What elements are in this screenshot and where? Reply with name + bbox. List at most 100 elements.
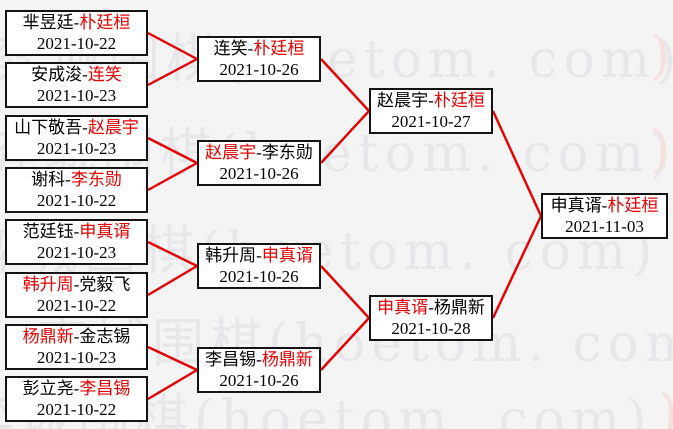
connector-line [491, 110, 543, 217]
match-players: 李昌锡-杨鼎新 [205, 349, 313, 370]
match-players: 赵晨宇-李东勋 [205, 142, 313, 163]
match-date: 2021-10-23 [36, 348, 117, 367]
player-name: 韩升周 [205, 246, 257, 265]
player-separator: - [65, 170, 71, 189]
match-date: 2021-10-23 [36, 139, 117, 158]
player-separator: - [256, 350, 262, 369]
player-name: 连笑 [213, 39, 248, 58]
player-name: 李昌锡 [205, 350, 257, 369]
player-name: 韩升周 [22, 275, 74, 294]
connector-line [147, 31, 198, 61]
player-separator: - [73, 327, 80, 346]
connector-line [147, 345, 198, 372]
match-players: 山下敬吾-赵晨宇 [14, 117, 139, 138]
match-players: 芈昱廷-朴廷桓 [23, 12, 131, 33]
connector-line [147, 57, 198, 87]
match-players: 连笑-朴廷桓 [214, 38, 305, 59]
player-separator: - [256, 143, 262, 162]
match-date: 2021-10-22 [36, 296, 117, 315]
player-name: 申真谞 [550, 196, 602, 215]
connector-line [491, 215, 543, 319]
match-players: 谢科-李东勋 [31, 169, 122, 190]
connector-line [320, 110, 370, 164]
match-date: 2021-10-26 [219, 267, 299, 286]
player-name: 李东勋 [70, 170, 122, 189]
match-date: 2021-10-26 [219, 371, 299, 390]
match-players: 范廷钰-申真谞 [23, 221, 131, 242]
connector-line [147, 136, 198, 165]
match-date: 2021-10-23 [36, 86, 117, 105]
connector-line [320, 317, 370, 371]
connector-line [147, 368, 198, 401]
match-players: 韩升周-党毅飞 [23, 274, 131, 295]
connector-line [147, 240, 198, 268]
player-name: 山下敬吾 [14, 118, 83, 137]
connector-line [147, 161, 198, 192]
player-separator: - [601, 196, 608, 215]
player-name: 杨鼎新 [22, 327, 74, 346]
player-name: 申真谞 [79, 222, 131, 241]
player-name: 赵晨宇 [87, 118, 139, 137]
player-name: 赵晨宇 [377, 91, 429, 110]
match-date: 2021-10-22 [36, 34, 117, 53]
player-name: 范廷钰 [22, 222, 74, 241]
player-name: 金志锡 [79, 327, 131, 346]
player-name: 彭立尧 [22, 379, 74, 398]
match-players: 赵晨宇-朴廷桓 [377, 90, 485, 111]
match-date: 2021-10-22 [36, 400, 117, 419]
player-name: 朴廷桓 [433, 91, 485, 110]
player-separator: - [73, 379, 80, 398]
match-players: 彭立尧-李昌锡 [23, 378, 131, 399]
connector-line [320, 58, 370, 112]
player-name: 杨鼎新 [433, 298, 485, 317]
player-name: 朴廷桓 [607, 196, 659, 215]
match-date: 2021-11-03 [565, 217, 644, 236]
player-separator: - [256, 246, 262, 265]
player-separator: - [82, 65, 88, 84]
match-date: 2021-10-23 [36, 243, 117, 262]
player-separator: - [73, 222, 80, 241]
match-players: 韩升周-申真谞 [205, 245, 313, 266]
match-players: 杨鼎新-金志锡 [23, 326, 131, 347]
player-name: 赵晨宇 [205, 143, 257, 162]
player-name: 朴廷桓 [79, 13, 131, 32]
player-separator: - [428, 298, 434, 317]
match-date: 2021-10-27 [391, 112, 471, 131]
match-date: 2021-10-26 [219, 164, 299, 183]
player-name: 李昌锡 [79, 379, 131, 398]
player-name: 党毅飞 [79, 275, 131, 294]
match-date: 2021-10-28 [391, 319, 471, 338]
match-players: 申真谞-杨鼎新 [377, 297, 485, 318]
player-name: 朴廷桓 [253, 39, 305, 58]
player-separator: - [73, 13, 80, 32]
connector-line [320, 265, 370, 319]
match-players: 申真谞-朴廷桓 [551, 195, 659, 216]
player-name: 谢科 [31, 170, 66, 189]
player-separator: - [73, 275, 80, 294]
player-name: 芈昱廷 [22, 13, 74, 32]
player-name: 申真谞 [261, 246, 313, 265]
player-name: 杨鼎新 [261, 350, 313, 369]
match-date: 2021-10-26 [219, 60, 299, 79]
player-separator: - [428, 91, 434, 110]
player-name: 连笑 [87, 65, 122, 84]
match-date: 2021-10-22 [36, 191, 117, 210]
match-players: 安成浚-连笑 [31, 64, 122, 85]
player-name: 安成浚 [31, 65, 83, 84]
